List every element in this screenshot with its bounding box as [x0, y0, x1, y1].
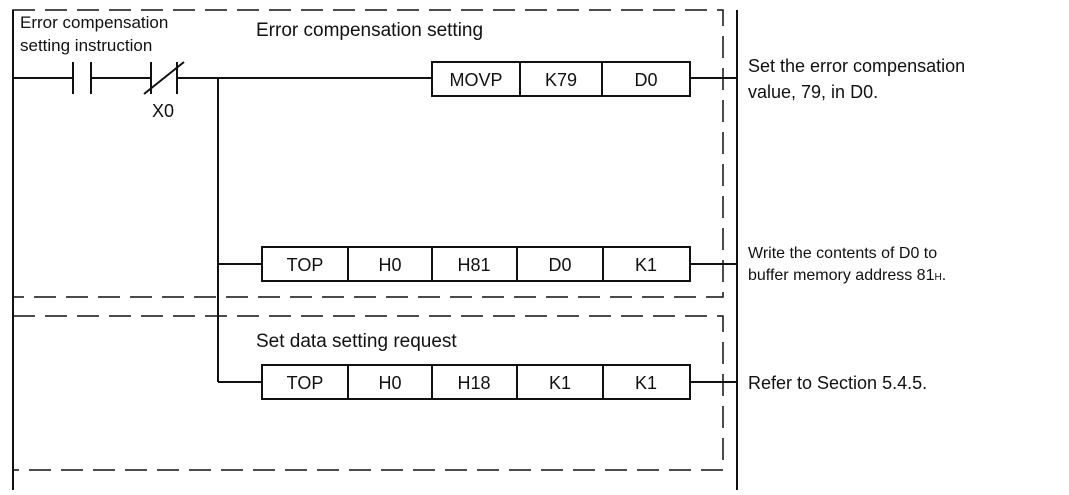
instr1-box	[431, 61, 691, 97]
left-label-line1: Error compensation	[20, 13, 168, 32]
contact-label-x0: X0	[152, 101, 174, 121]
instr2-box	[261, 246, 691, 282]
note2-line2-end: .	[942, 267, 946, 284]
instr3-arg1: H0	[378, 373, 401, 393]
block-1-frame	[12, 9, 724, 298]
instr3-op: TOP	[287, 373, 324, 393]
instr1-arg2: D0	[634, 70, 657, 90]
block2-title: Set data setting request	[256, 331, 457, 352]
note1-line1: Set the error compensation	[748, 56, 965, 76]
note3: Refer to Section 5.4.5.	[748, 373, 927, 393]
left-label-line2: setting instruction	[20, 36, 152, 55]
instr2-op: TOP	[287, 255, 324, 275]
instr3-arg2: H18	[457, 373, 490, 393]
note1-line2: value, 79, in D0.	[748, 82, 878, 102]
instr3-arg4: K1	[635, 373, 657, 393]
note2-line2: buffer memory address 81H.	[748, 267, 946, 284]
block-2-frame	[12, 315, 724, 471]
instr2-arg2: H81	[457, 255, 490, 275]
instr2-arg4: K1	[635, 255, 657, 275]
instr3-arg3: K1	[549, 373, 571, 393]
block1-title: Error compensation setting	[256, 20, 483, 41]
instr1-arg1: K79	[545, 70, 577, 90]
instr2-arg3: D0	[548, 255, 571, 275]
nc-contact-slash	[143, 61, 185, 95]
note2-line2-sub: H	[934, 272, 941, 283]
note2-line2-main: buffer memory address 81	[748, 267, 935, 284]
note2-line1: Write the contents of D0 to	[748, 245, 937, 262]
instr1-op: MOVP	[449, 70, 502, 90]
instr3-box	[261, 364, 691, 400]
instr2-arg1: H0	[378, 255, 401, 275]
